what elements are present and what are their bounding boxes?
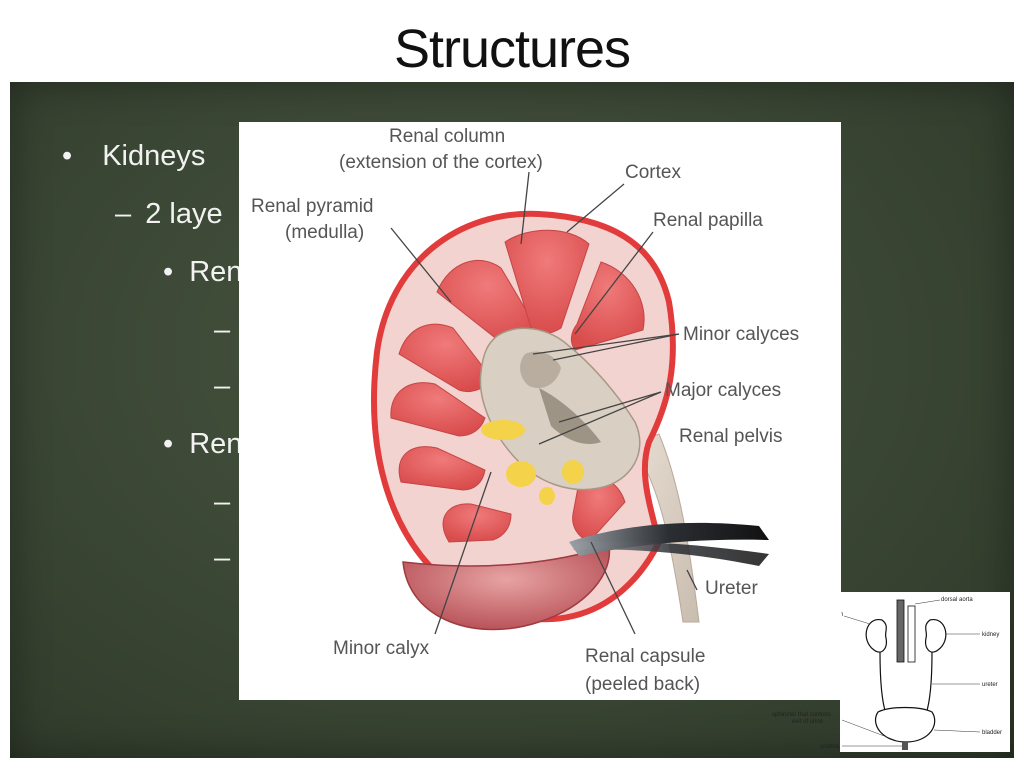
dash-marker: – xyxy=(214,370,231,402)
label-sphincter-1: sphincter that controls xyxy=(772,712,831,718)
label-renal-capsule-1: Renal capsule xyxy=(585,646,705,667)
bullet-renal-a: • Ren xyxy=(163,256,242,289)
label-renal-column-1: Renal column xyxy=(389,126,505,147)
label-ureter: Ureter xyxy=(705,578,758,599)
label-renal-column-2: (extension of the cortex) xyxy=(339,152,543,173)
label-minor-calyces: Minor calyces xyxy=(683,324,799,345)
label-minor-calyx: Minor calyx xyxy=(333,638,430,659)
urinary-system-diagram: dorsal aorta kidney ureter bladder sphin… xyxy=(770,592,1010,752)
label-renal-pyramid-2: (medulla) xyxy=(285,222,364,243)
label-renal-capsule-2: (peeled back) xyxy=(585,674,700,695)
slide-title: Structures xyxy=(393,19,631,79)
sub-bullet-3: – xyxy=(214,486,230,519)
bullet-text: Ren xyxy=(189,428,243,460)
bullet-text: 2 laye xyxy=(145,198,223,230)
label-sphincter-2: exit of urine xyxy=(792,719,824,725)
dash-marker: – xyxy=(214,314,231,346)
label-ureter-small: ureter xyxy=(982,682,998,688)
sub-bullet-1: – xyxy=(214,314,230,347)
label-renal-pyramid-1: Renal pyramid xyxy=(251,196,374,217)
label-dorsal-aorta: dorsal aorta xyxy=(941,597,973,603)
dash-marker: – xyxy=(214,486,231,518)
bullet-renal-b: • Ren xyxy=(163,428,242,461)
bullet-kidneys: • Kidneys xyxy=(62,140,205,173)
label-renal-papilla: Renal papilla xyxy=(653,210,763,231)
kidney-cross-section-figure: Renal column (extension of the cortex) C… xyxy=(239,122,841,700)
label-renal-pelvis: Renal pelvis xyxy=(679,426,783,447)
bullet-text: Kidneys xyxy=(102,140,206,172)
bullet-marker: • xyxy=(163,428,174,460)
label-cortex: Cortex xyxy=(625,162,681,183)
label-major-calyces: Major calyces xyxy=(665,380,781,401)
sub-bullet-4: – xyxy=(214,542,230,575)
label-cut-off: n xyxy=(840,612,843,618)
dash-marker: – xyxy=(214,542,231,574)
label-kidney: kidney xyxy=(982,632,999,638)
label-bladder: bladder xyxy=(982,730,1002,736)
bullet-layers: – 2 laye xyxy=(115,198,223,231)
sub-bullet-2: – xyxy=(214,370,230,403)
dash-marker: – xyxy=(115,198,132,230)
bullet-marker: • xyxy=(62,140,73,172)
bullet-marker: • xyxy=(163,256,174,288)
bullet-text: Ren xyxy=(189,256,243,288)
label-urethra: urethra xyxy=(820,744,840,750)
